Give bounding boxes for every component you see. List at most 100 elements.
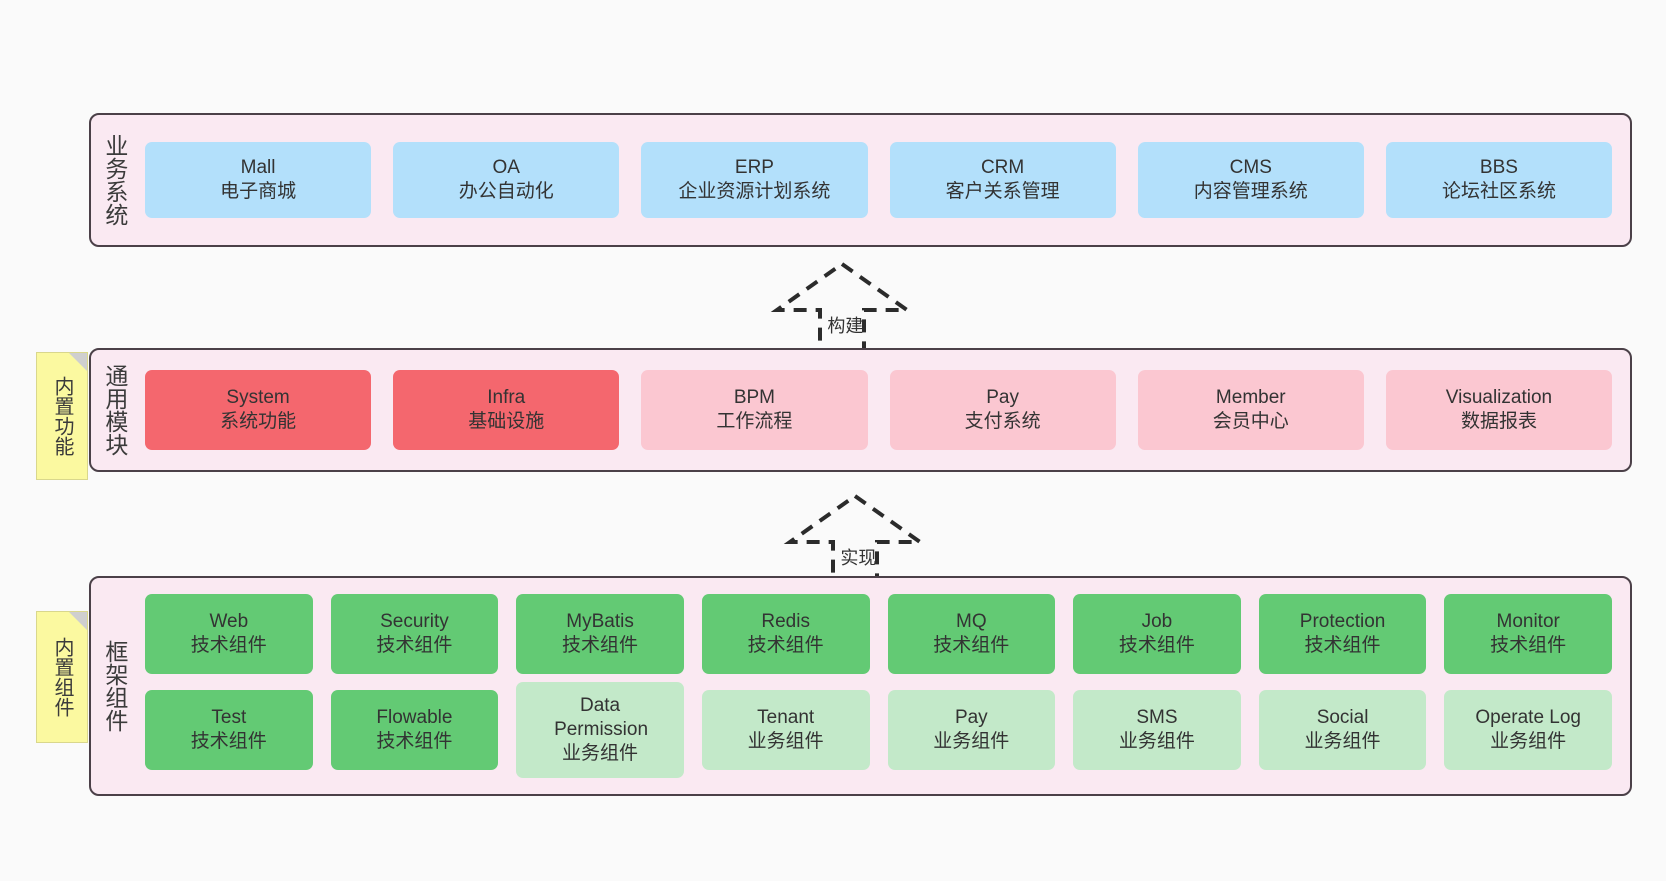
box-name: Job <box>1141 610 1173 632</box>
box-oa[interactable]: OA 办公自动化 <box>393 142 620 218</box>
box-desc: 业务组件 <box>933 731 1010 752</box>
box-visualization[interactable]: Visualization 数据报表 <box>1385 370 1613 450</box>
generalization-arrow-build: 构建 <box>757 258 927 358</box>
box-job[interactable]: Job 技术组件 <box>1073 594 1241 674</box>
layer-business-system: 业务系统 Mall 电子商城 OA 办公自动化 ERP 企业资源计划系统 CRM… <box>89 113 1632 247</box>
box-desc: 基础设施 <box>468 411 545 432</box>
box-name: Redis <box>761 610 810 632</box>
box-name: ERP <box>734 156 774 178</box>
box-desc: 技术组件 <box>376 731 453 752</box>
box-desc: 业务组件 <box>562 743 639 765</box>
box-desc: 技术组件 <box>190 635 267 656</box>
box-desc: 客户关系管理 <box>945 181 1060 202</box>
note-label: 内置功能 <box>51 376 73 456</box>
box-name: Visualization <box>1445 386 1553 408</box>
box-system[interactable]: System 系统功能 <box>145 370 372 450</box>
box-desc: 技术组件 <box>933 635 1010 656</box>
box-name: Flowable <box>376 706 453 728</box>
box-name: Operate Log <box>1475 706 1581 728</box>
box-erp[interactable]: ERP 企业资源计划系统 <box>641 142 868 218</box>
box-desc: 业务组件 <box>1490 731 1567 752</box>
box-data-permission[interactable]: Data Permission 业务组件 <box>516 682 684 778</box>
box-name: Pay <box>954 706 988 728</box>
box-security[interactable]: Security 技术组件 <box>330 594 499 674</box>
box-desc: 数据报表 <box>1460 411 1537 432</box>
box-desc: 技术组件 <box>747 635 824 656</box>
box-desc: 技术组件 <box>190 731 267 752</box>
box-name: Tenant <box>757 706 815 728</box>
note-builtin-component: 内置组件 <box>36 611 88 743</box>
box-social[interactable]: Social 业务组件 <box>1258 690 1427 770</box>
box-pay-module[interactable]: Pay 支付系统 <box>889 370 1116 450</box>
box-name: CMS <box>1229 156 1272 178</box>
box-redis[interactable]: Redis 技术组件 <box>701 594 870 674</box>
arrow-label-build: 构建 <box>827 316 864 336</box>
box-name: System <box>226 386 290 408</box>
dashed-up-arrow-icon <box>770 261 914 354</box>
box-mybatis[interactable]: MyBatis 技术组件 <box>516 594 684 674</box>
box-desc: 会员中心 <box>1212 411 1289 432</box>
box-monitor[interactable]: Monitor 技术组件 <box>1444 594 1612 674</box>
box-name: Mall <box>240 156 276 178</box>
box-desc: 业务组件 <box>1304 731 1381 752</box>
box-name: Protection <box>1299 610 1386 632</box>
layer-framework-component: 框架组件 Web 技术组件 Security 技术组件 MyBatis 技术组件… <box>89 576 1632 796</box>
box-bpm[interactable]: BPM 工作流程 <box>641 370 868 450</box>
box-name: MyBatis <box>566 610 634 632</box>
box-desc: 电子商城 <box>220 181 297 202</box>
box-desc: 办公自动化 <box>458 181 554 202</box>
note-label: 内置组件 <box>51 637 73 717</box>
box-protection[interactable]: Protection 技术组件 <box>1258 594 1427 674</box>
box-mq[interactable]: MQ 技术组件 <box>887 594 1056 674</box>
box-name: BPM <box>733 386 776 408</box>
box-name: Infra <box>487 386 526 408</box>
box-test[interactable]: Test 技术组件 <box>145 690 313 770</box>
box-desc: 技术组件 <box>1118 635 1195 656</box>
box-name: Member <box>1215 386 1286 408</box>
box-desc: 系统功能 <box>220 411 297 432</box>
box-sms[interactable]: SMS 业务组件 <box>1073 690 1241 770</box>
box-crm[interactable]: CRM 客户关系管理 <box>889 142 1116 218</box>
layer-body-framework-component: Web 技术组件 Security 技术组件 MyBatis 技术组件 Redi… <box>137 578 1630 794</box>
box-name: Security <box>380 610 449 632</box>
box-bbs[interactable]: BBS 论坛社区系统 <box>1385 142 1613 218</box>
box-name: Test <box>211 706 247 728</box>
layer-common-module: 通用模块 System 系统功能 Infra 基础设施 BPM 工作流程 Pay… <box>89 348 1632 472</box>
box-operate-log[interactable]: Operate Log 业务组件 <box>1444 690 1612 770</box>
box-web[interactable]: Web 技术组件 <box>145 594 313 674</box>
box-name: BBS <box>1479 156 1518 178</box>
layer-title-common-module: 通用模块 <box>101 364 128 456</box>
box-desc: 内容管理系统 <box>1193 181 1308 202</box>
note-fold-corner-icon <box>69 612 87 630</box>
box-desc: 技术组件 <box>1304 635 1381 656</box>
box-name: SMS <box>1136 706 1178 728</box>
layer-body-business-system: Mall 电子商城 OA 办公自动化 ERP 企业资源计划系统 CRM 客户关系… <box>137 115 1630 245</box>
box-desc: 业务组件 <box>1118 731 1195 752</box>
box-flowable[interactable]: Flowable 技术组件 <box>330 690 499 770</box>
box-desc: 工作流程 <box>716 411 793 432</box>
box-name: Web <box>209 610 249 632</box>
box-desc: 支付系统 <box>964 411 1041 432</box>
box-member[interactable]: Member 会员中心 <box>1137 370 1364 450</box>
note-builtin-function: 内置功能 <box>36 352 88 480</box>
note-fold-corner-icon <box>69 353 87 371</box>
layer-title-framework-component: 框架组件 <box>101 640 128 732</box>
box-pay-component[interactable]: Pay 业务组件 <box>887 690 1056 770</box>
arrow-label-implement: 实现 <box>840 548 877 568</box>
box-desc: 论坛社区系统 <box>1441 181 1556 202</box>
box-row: Test 技术组件 Flowable 技术组件 Data Permission … <box>145 682 1612 778</box>
box-tenant[interactable]: Tenant 业务组件 <box>701 690 870 770</box>
box-name: Monitor <box>1496 610 1560 632</box>
box-mall[interactable]: Mall 电子商城 <box>145 142 372 218</box>
box-desc: 技术组件 <box>1490 635 1567 656</box>
box-desc: 技术组件 <box>376 635 453 656</box>
box-desc: 业务组件 <box>747 731 824 752</box>
box-name: Pay <box>986 386 1019 408</box>
dashed-up-arrow-icon <box>783 493 927 586</box>
box-infra[interactable]: Infra 基础设施 <box>393 370 620 450</box>
box-name: OA <box>492 156 520 178</box>
box-row: System 系统功能 Infra 基础设施 BPM 工作流程 Pay 支付系统… <box>145 370 1613 450</box>
box-name: CRM <box>980 156 1025 178</box>
box-cms[interactable]: CMS 内容管理系统 <box>1137 142 1364 218</box>
